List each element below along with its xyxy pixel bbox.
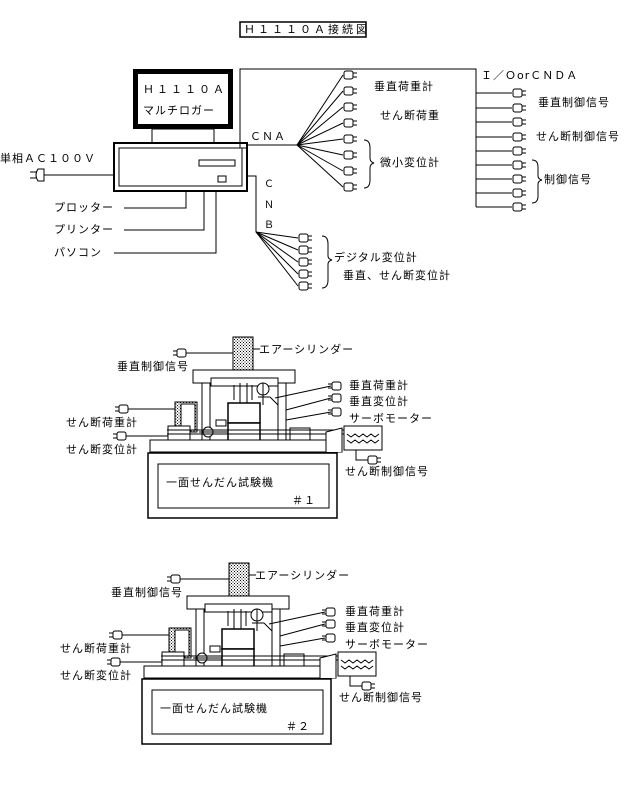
shear-disp-label: せん断変位計 [66,442,138,456]
vert-disp-label: 垂直変位計 [349,394,409,408]
tester-nameplate [151,689,324,735]
tester-nameplate [157,463,330,509]
shear-load-label: せん断荷重計 [60,641,132,655]
diagram-title: Ｈ１１１０Ａ接続図 [244,22,370,36]
power-switch [217,175,227,183]
cnb-vert-shear-disp-label: 垂直、せん断変位計 [343,268,451,282]
tester-name: 一面せんだん試験機 [160,701,268,715]
tester-name: 一面せんだん試験機 [166,475,274,489]
cnb-port-label-b: Ｂ [264,220,274,231]
cnb-fan: デジタル変位計 垂直、せん断変位計 [247,175,451,291]
servo-label: サーボモーター [345,638,429,651]
servo-motor-icon [337,651,377,677]
vert-ctrl-label: 垂直制御信号 [111,585,183,599]
shear-tester-2: エアーシリンダー 垂直制御信号 [60,562,429,745]
vert-ctrl-label: 垂直制御信号 [117,359,189,373]
logger-model-label: Ｈ１１１０Ａ [143,83,227,96]
tester-number: ＃１ [292,494,316,507]
vert-load-label: 垂直荷重計 [349,378,409,392]
disk-slot [198,159,236,167]
power-plug-icon [35,168,45,182]
monitor-screen [138,74,228,124]
cna-port-label: ＣＮＡ [250,130,286,143]
cnb-port-label-c: Ｃ [264,179,274,190]
cnda-shear-ctrl-label: せん断制御信号 [536,129,620,143]
power-label: 単相ＡＣ１００Ｖ [0,151,96,165]
right-column [271,608,281,672]
air-cylinder-label: エアーシリンダー [255,568,350,582]
air-cylinder-icon [228,562,250,597]
shear-tester-1: エアーシリンダー 垂直制御信号 [66,336,433,519]
cnda-trunk [239,68,477,207]
cna-fan: 垂直荷重計 せん断荷重 微小変位計 [247,70,440,192]
cnda-vert-ctrl-label: 垂直制御信号 [538,95,610,109]
printer-label: プリンター [54,223,114,236]
cna-shear-load-label: せん断荷重 [380,108,440,122]
monitor-stand [151,128,215,144]
air-cylinder-label: エアーシリンダー [259,342,354,356]
vert-load-label: 垂直荷重計 [345,604,405,618]
cna-micro-disp-label: 微小変位計 [380,155,440,169]
shear-ctrl-label: せん断制御信号 [339,690,423,704]
diagram-title-box: Ｈ１１１０Ａ接続図 [239,21,370,38]
multi-logger: Ｈ１１１０Ａ マルチロガー 単相ＡＣ１００Ｖ プロッター プリンター パソコン … [0,69,286,259]
cnda-ctrl-label: 制御信号 [544,172,592,186]
shear-load-label: せん断荷重計 [66,415,138,429]
cnda-bus: Ｉ／ＯorＣＮＤＡ 垂直制御信号 せん断制御信号 制御信号 [476,69,620,212]
logger-type-label: マルチロガー [143,104,215,117]
pc-label: パソコン [54,246,102,259]
cnb-digital-disp-label: デジタル変位計 [334,250,418,264]
shear-ctrl-label: せん断制御信号 [345,464,429,478]
vert-disp-label: 垂直変位計 [345,620,405,634]
plotter-label: プロッター [54,201,114,214]
servo-motor-icon [343,425,383,451]
shear-disp-label: せん断変位計 [60,668,132,682]
tester-number: ＃２ [286,720,310,733]
cna-vertical-load-label: 垂直荷重計 [374,79,434,93]
right-column [277,382,287,446]
cnb-port-label-n: Ｎ [264,200,274,211]
air-cylinder-icon [232,336,254,371]
servo-label: サーボモーター [349,412,433,425]
cnda-header-label: Ｉ／ＯorＣＮＤＡ [481,69,578,82]
